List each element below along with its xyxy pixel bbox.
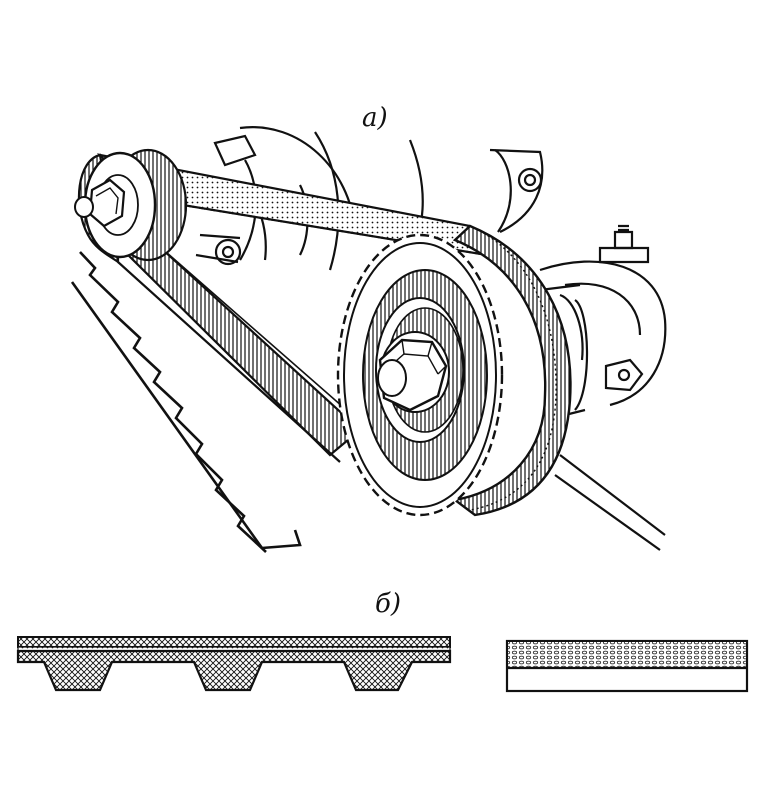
small-pulley [74,148,188,262]
label-b: б) [375,589,401,619]
belt-profile-section [16,636,452,692]
stepped-rail [70,251,302,553]
belt-cross-section [505,639,749,693]
large-pulley [336,233,504,517]
label-a: a) [362,103,388,133]
